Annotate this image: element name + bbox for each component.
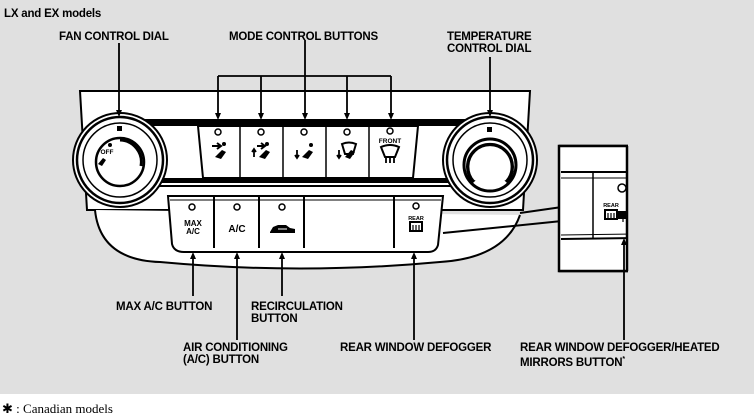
front-defrost-icon	[379, 144, 401, 163]
leader-lines	[116, 40, 627, 340]
fan-off-label: OFF	[101, 149, 114, 156]
mode-button-floor-defrost[interactable]	[336, 128, 358, 160]
rear-label: REAR	[408, 216, 424, 222]
label-text: MIRRORS BUTTON	[520, 356, 623, 369]
recirculation-button[interactable]	[270, 203, 295, 233]
asterisk-symbol: ✱	[2, 402, 13, 417]
label-recirculation-line1: RECIRCULATION	[251, 301, 343, 313]
indicator-light	[188, 203, 196, 211]
label-recirculation-line2: BUTTON	[251, 313, 298, 325]
canadian-models-marker: *	[622, 356, 625, 363]
climate-control-panel-diagram: FRONT OFF MAX A/C	[72, 40, 680, 340]
models-heading: LX and EX models	[4, 8, 102, 20]
mode-button-floor[interactable]	[294, 128, 313, 160]
mode-button-vent[interactable]	[212, 128, 226, 159]
footnote: ✱ : Canadian models	[2, 401, 113, 417]
label-temperature-control-dial-line1: TEMPERATURE	[447, 31, 532, 43]
indicator-light	[617, 183, 627, 193]
inset-mask	[628, 144, 680, 274]
vent-mode-icon	[212, 142, 226, 159]
ac-button[interactable]: A/C	[228, 203, 246, 235]
floor-defrost-mode-icon	[336, 141, 358, 160]
label-rear-defogger-heated-mirrors-line2: MIRRORS BUTTON*	[520, 354, 625, 369]
label-fan-control-dial: FAN CONTROL DIAL	[59, 31, 169, 43]
label-temperature-control-dial-line2: CONTROL DIAL	[447, 43, 532, 55]
fan-icon	[98, 158, 106, 166]
front-defrost-button[interactable]: FRONT	[379, 127, 401, 163]
dial-position-mark	[487, 127, 492, 132]
indicator-light	[278, 203, 286, 211]
rear-defogger-icon	[409, 221, 423, 232]
indicator-light	[412, 202, 420, 210]
footnote-text: : Canadian models	[12, 401, 113, 416]
temperature-control-dial[interactable]	[442, 112, 538, 208]
max-ac-button[interactable]: MAX A/C	[184, 203, 203, 236]
max-ac-line1: MAX	[184, 219, 202, 228]
indicator-light	[386, 127, 394, 135]
inset-rear-label: REAR	[603, 203, 619, 209]
lower-button-row	[166, 195, 445, 253]
label-air-conditioning-line2: (A/C) BUTTON	[183, 354, 259, 366]
inset-connector	[442, 206, 563, 234]
ac-label: A/C	[228, 224, 245, 235]
bi-level-mode-icon	[251, 142, 270, 159]
dial-position-mark	[117, 126, 122, 131]
indicator-light	[257, 128, 265, 136]
floor-mode-icon	[294, 143, 313, 160]
front-label: FRONT	[379, 138, 401, 145]
label-rear-window-defogger: REAR WINDOW DEFOGGER	[340, 342, 492, 354]
rear-window-defogger-button[interactable]: REAR	[408, 202, 424, 232]
indicator-light	[300, 128, 308, 136]
indicator-light	[214, 128, 222, 136]
indicator-light	[233, 203, 241, 211]
fan-control-dial[interactable]: OFF	[72, 112, 168, 208]
indicator-light	[343, 128, 351, 136]
label-rear-defogger-heated-mirrors-line1: REAR WINDOW DEFOGGER/HEATED	[520, 342, 720, 354]
max-ac-line2: A/C	[186, 227, 200, 236]
label-air-conditioning-line1: AIR CONDITIONING	[183, 342, 288, 354]
mode-button-bi-level[interactable]	[251, 128, 270, 159]
label-max-ac-button: MAX A/C BUTTON	[116, 301, 213, 313]
label-mode-control-buttons: MODE CONTROL BUTTONS	[229, 31, 378, 43]
